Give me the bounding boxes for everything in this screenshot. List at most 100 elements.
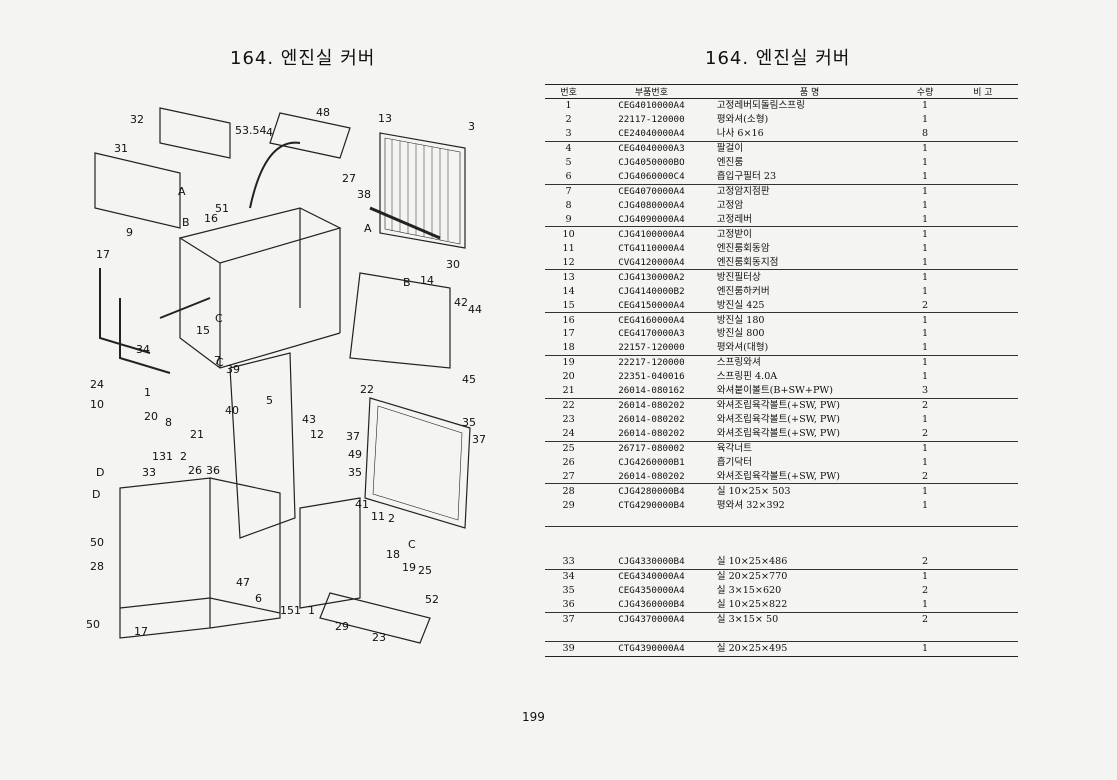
- seal-48: [269, 112, 351, 159]
- remarks: [947, 526, 1018, 542]
- part-number: CJG4050000BO: [618, 157, 685, 169]
- remarks: [948, 156, 1018, 170]
- part-name: 고정암: [716, 200, 744, 212]
- callout: 20: [144, 410, 158, 423]
- row-number: 24: [562, 428, 575, 440]
- remarks: [947, 440, 1018, 456]
- quantity: 1: [902, 354, 948, 370]
- part-number: CJG4100000A4: [592, 226, 711, 242]
- table-row: [545, 526, 1018, 542]
- row-number: [545, 526, 593, 542]
- part-number: CJG4130000A2: [592, 269, 711, 285]
- part-number: CE24040000A4: [618, 128, 685, 140]
- remarks: [948, 512, 1018, 526]
- part-name: 평와셔(대형): [716, 342, 769, 354]
- remarks: [947, 483, 1018, 499]
- remarks: [947, 640, 1018, 657]
- callout: 2: [180, 450, 187, 463]
- row-number: 14: [562, 285, 575, 297]
- remarks: [948, 555, 1018, 569]
- callout: 22: [360, 383, 374, 396]
- part-number: 26717-080002: [592, 440, 711, 456]
- remarks: [947, 568, 1018, 584]
- part-name: [711, 512, 903, 526]
- quantity: 8: [922, 128, 929, 140]
- diagram-title: 164. 엔진실 커버: [230, 48, 376, 69]
- part-number: CEG4170000A3: [618, 328, 685, 340]
- row-number: 11: [562, 242, 575, 254]
- page-number: 199: [522, 710, 545, 724]
- remarks: [948, 127, 1018, 141]
- part-name: 고정레버: [716, 213, 752, 225]
- row-number: 37: [545, 611, 593, 627]
- callout: 6: [255, 592, 262, 605]
- callout: 1: [308, 604, 315, 617]
- remarks: [947, 611, 1018, 627]
- remarks: [947, 140, 1018, 156]
- remarks: [948, 199, 1018, 213]
- callout: 40: [225, 404, 239, 417]
- part-number: CJG4370000A4: [592, 611, 711, 627]
- row-number: 21: [562, 385, 575, 397]
- part-number: CTG4290000B4: [618, 499, 685, 511]
- part-number: CJG4090000A4: [618, 213, 685, 225]
- row-number: 29: [562, 499, 575, 511]
- callout: 27: [342, 172, 356, 185]
- row-number: 9: [565, 213, 572, 225]
- remarks: [948, 627, 1018, 641]
- callout: 4: [266, 126, 273, 139]
- callout: 30: [446, 258, 460, 271]
- row-number: [545, 541, 592, 555]
- part-name: 평와셔(소형): [716, 114, 769, 126]
- callout: 43: [302, 413, 316, 426]
- duct-cover-14: [349, 272, 451, 369]
- part-name: 방진필터상: [710, 269, 903, 285]
- callout: 38: [357, 188, 371, 201]
- engine-room-5: [229, 352, 296, 539]
- part-name: 스프링와셔: [710, 354, 903, 370]
- quantity: 1: [902, 568, 948, 584]
- callout: 41: [355, 498, 369, 511]
- part-name: 실 3×15× 50: [710, 611, 903, 627]
- row-number: 5: [565, 157, 572, 169]
- remarks: [948, 384, 1018, 398]
- remarks: [948, 541, 1018, 555]
- row-number: 34: [545, 568, 593, 584]
- callout-labels: 32 48 13 3 53.54 4 31 27 38 A B 51 16 9 …: [86, 106, 486, 644]
- callout: 32: [130, 113, 144, 126]
- quantity: 1: [922, 456, 929, 468]
- part-number: CTG4390000A4: [592, 640, 711, 657]
- part-name: [710, 526, 903, 542]
- callout: 34: [136, 343, 150, 356]
- row-number: 6: [565, 171, 572, 183]
- callout: 48: [316, 106, 330, 119]
- part-name: 흡기닥터: [716, 456, 752, 468]
- part-name: 실 10×25×822: [716, 599, 788, 611]
- quantity: 1: [922, 114, 929, 126]
- row-number: 8: [565, 200, 572, 212]
- part-name: [711, 541, 903, 555]
- row-number: 36: [562, 599, 575, 611]
- quantity: 1: [902, 483, 948, 499]
- part-number: CEG4350000A4: [618, 585, 685, 597]
- part-number: CEG4150000A4: [618, 299, 685, 311]
- part-number: [592, 541, 711, 555]
- quantity: 1: [922, 328, 929, 340]
- remarks: [948, 498, 1018, 512]
- header-part-number: 부품번호: [592, 84, 711, 99]
- part-number: 26014-080162: [618, 385, 685, 397]
- row-number: 19: [545, 354, 593, 370]
- part-name: 엔진룸: [716, 157, 744, 169]
- remarks: [948, 370, 1018, 384]
